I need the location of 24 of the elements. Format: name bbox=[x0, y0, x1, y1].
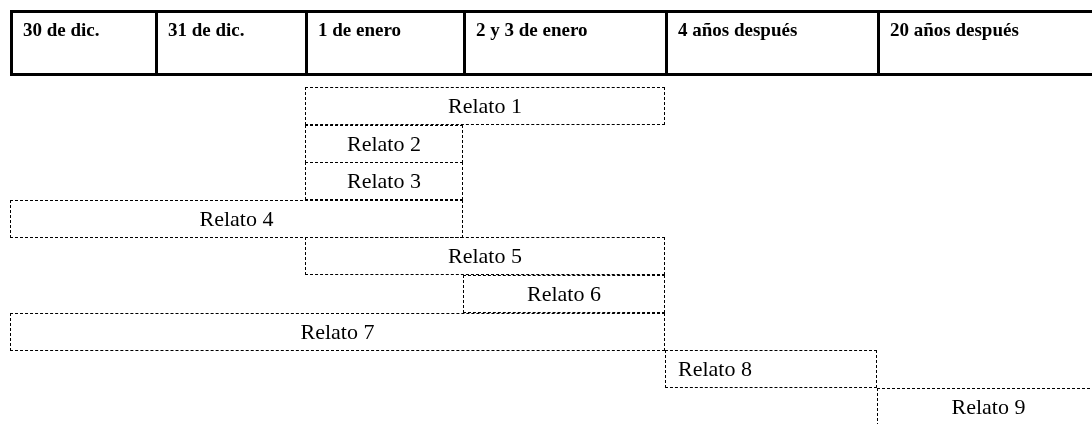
span-label: Relato 5 bbox=[448, 245, 522, 268]
timeline-span-box bbox=[665, 350, 877, 389]
table-header-cell: 20 años después bbox=[877, 13, 1092, 73]
timeline-span-box bbox=[877, 387, 1092, 424]
table-header-cell: 31 de dic. bbox=[155, 13, 305, 73]
table-header-cell: 2 y 3 de enero bbox=[463, 13, 665, 73]
span-label: Relato 6 bbox=[527, 283, 601, 305]
span-label: Relato 9 bbox=[951, 395, 1026, 418]
span-label: Relato 2 bbox=[347, 132, 421, 155]
timeline-span-box bbox=[463, 275, 665, 313]
span-label: Relato 1 bbox=[448, 95, 522, 117]
timeline-span-box bbox=[305, 87, 665, 125]
table-header-cell: 30 de dic. bbox=[10, 13, 155, 73]
span-label: Relato 7 bbox=[300, 320, 375, 343]
table-header-cell: 4 años después bbox=[665, 13, 877, 73]
span-label: Relato 8 bbox=[678, 358, 752, 381]
timeline-span-box bbox=[10, 312, 665, 351]
span-label: Relato 3 bbox=[347, 170, 421, 193]
span-label: Relato 4 bbox=[199, 207, 274, 230]
timeline-span-box bbox=[305, 237, 665, 276]
timeline-span-box bbox=[10, 199, 463, 238]
table-header-cell: 1 de enero bbox=[305, 13, 463, 73]
timeline-span-box bbox=[305, 124, 463, 163]
timeline-span-box bbox=[305, 162, 463, 201]
